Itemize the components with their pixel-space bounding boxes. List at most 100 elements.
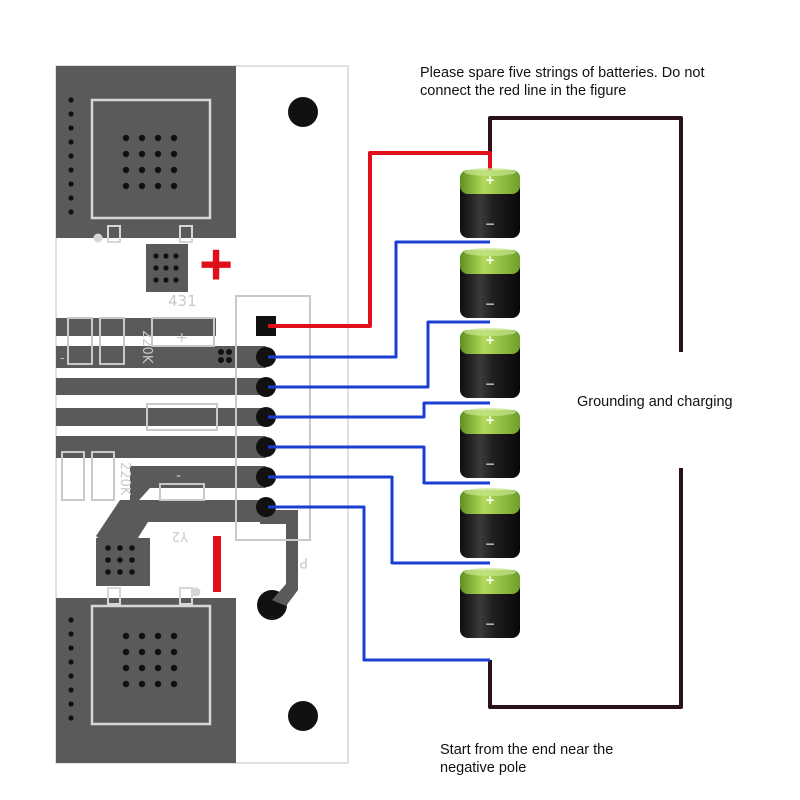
silk-y2: Y2 (172, 528, 189, 543)
pad-b-plus (256, 316, 276, 336)
via (163, 265, 169, 271)
via (117, 569, 123, 575)
via (129, 557, 135, 563)
via (154, 664, 162, 672)
battery-cell: +− (460, 248, 520, 318)
battery-minus-label: − (485, 377, 495, 391)
red-wire (268, 151, 492, 328)
blue-wire-1 (268, 240, 490, 359)
battery-minus-label: − (485, 537, 495, 551)
via (154, 182, 162, 190)
via (173, 265, 179, 271)
blue-wire-2 (268, 320, 490, 389)
bottom-connector-pins (105, 545, 135, 575)
via (138, 166, 146, 174)
battery-top-highlight (464, 488, 516, 496)
via (153, 265, 159, 271)
via (68, 673, 74, 679)
blue-wire-4 (268, 445, 490, 485)
instruction-note-top: Please spare five strings of batteries. … (420, 65, 705, 99)
via (138, 632, 146, 640)
via (68, 139, 74, 145)
battery-positive-cap (460, 490, 520, 514)
battery-plus-label: + (485, 413, 495, 427)
silk-220k-bottom: 220K (117, 462, 132, 496)
battery-minus-label: − (485, 617, 495, 631)
bottom-via-grid (122, 632, 178, 688)
via (170, 632, 178, 640)
via (122, 648, 130, 656)
battery-cell: +− (460, 168, 520, 238)
via (68, 167, 74, 173)
battery-plus-label: + (485, 333, 495, 347)
via (68, 617, 74, 623)
via (170, 134, 178, 142)
via (68, 715, 74, 721)
silk-p: P (300, 554, 308, 570)
via (154, 166, 162, 174)
via (68, 687, 74, 693)
negative-marker (213, 536, 221, 592)
silk-plus-box: + (176, 330, 188, 346)
via (68, 195, 74, 201)
via (170, 182, 178, 190)
top-connector-pins (153, 253, 179, 283)
via (105, 569, 111, 575)
silk-minus: - (176, 468, 181, 484)
top-edge-vias (68, 97, 74, 215)
grounding-charging-label: Grounding and charging (577, 394, 733, 410)
via (154, 680, 162, 688)
via (68, 111, 74, 117)
battery-top-highlight (464, 408, 516, 416)
via (138, 664, 146, 672)
pad (256, 407, 276, 427)
via (138, 182, 146, 190)
via (138, 680, 146, 688)
via (122, 182, 130, 190)
via (122, 680, 130, 688)
via (154, 150, 162, 158)
via (154, 134, 162, 142)
via (138, 648, 146, 656)
instruction-note-bottom: Start from the end near the negative pol… (440, 742, 614, 776)
via (68, 125, 74, 131)
battery-minus-label: − (485, 457, 495, 471)
battery-positive-cap (460, 570, 520, 594)
pad-column (256, 316, 276, 517)
battery-cell: +− (460, 328, 520, 398)
pad (256, 437, 276, 457)
via (68, 153, 74, 159)
silk-220k-top: 220K (139, 330, 154, 364)
battery-positive-cap (460, 170, 520, 194)
via (68, 181, 74, 187)
via (163, 253, 169, 259)
via (122, 664, 130, 672)
battery-top-highlight (464, 168, 516, 176)
bottom-edge-vias (68, 617, 74, 721)
blue-wire-3 (268, 401, 490, 419)
via (122, 134, 130, 142)
via (153, 253, 159, 259)
pcb-board: 431 220K 220K Y2 P - + - + (55, 65, 349, 764)
via (68, 701, 74, 707)
battery-plus-label: + (485, 573, 495, 587)
via (154, 632, 162, 640)
positive-marker: + (199, 232, 233, 297)
battery-cell: +− (460, 568, 520, 638)
battery-cell: +− (460, 408, 520, 478)
blue-wire-5 (268, 475, 490, 565)
via (68, 97, 74, 103)
pad (256, 377, 276, 397)
battery-top-highlight (464, 568, 516, 576)
via (117, 545, 123, 551)
pad (256, 497, 276, 517)
via (163, 277, 169, 283)
via (122, 166, 130, 174)
silk-dash: - (60, 351, 64, 365)
via (170, 664, 178, 672)
charging-frame-wire (488, 116, 683, 709)
battery-plus-label: + (485, 173, 495, 187)
via (122, 632, 130, 640)
via (105, 557, 111, 563)
